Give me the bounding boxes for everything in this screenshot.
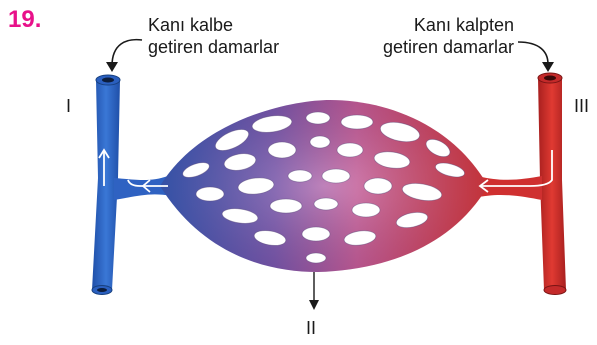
artery-vessel (474, 73, 566, 295)
down-arrow-icon (309, 272, 319, 310)
capillary-bed (160, 100, 488, 272)
curved-arrow-icon (518, 42, 554, 72)
curved-arrow-icon (106, 40, 142, 72)
